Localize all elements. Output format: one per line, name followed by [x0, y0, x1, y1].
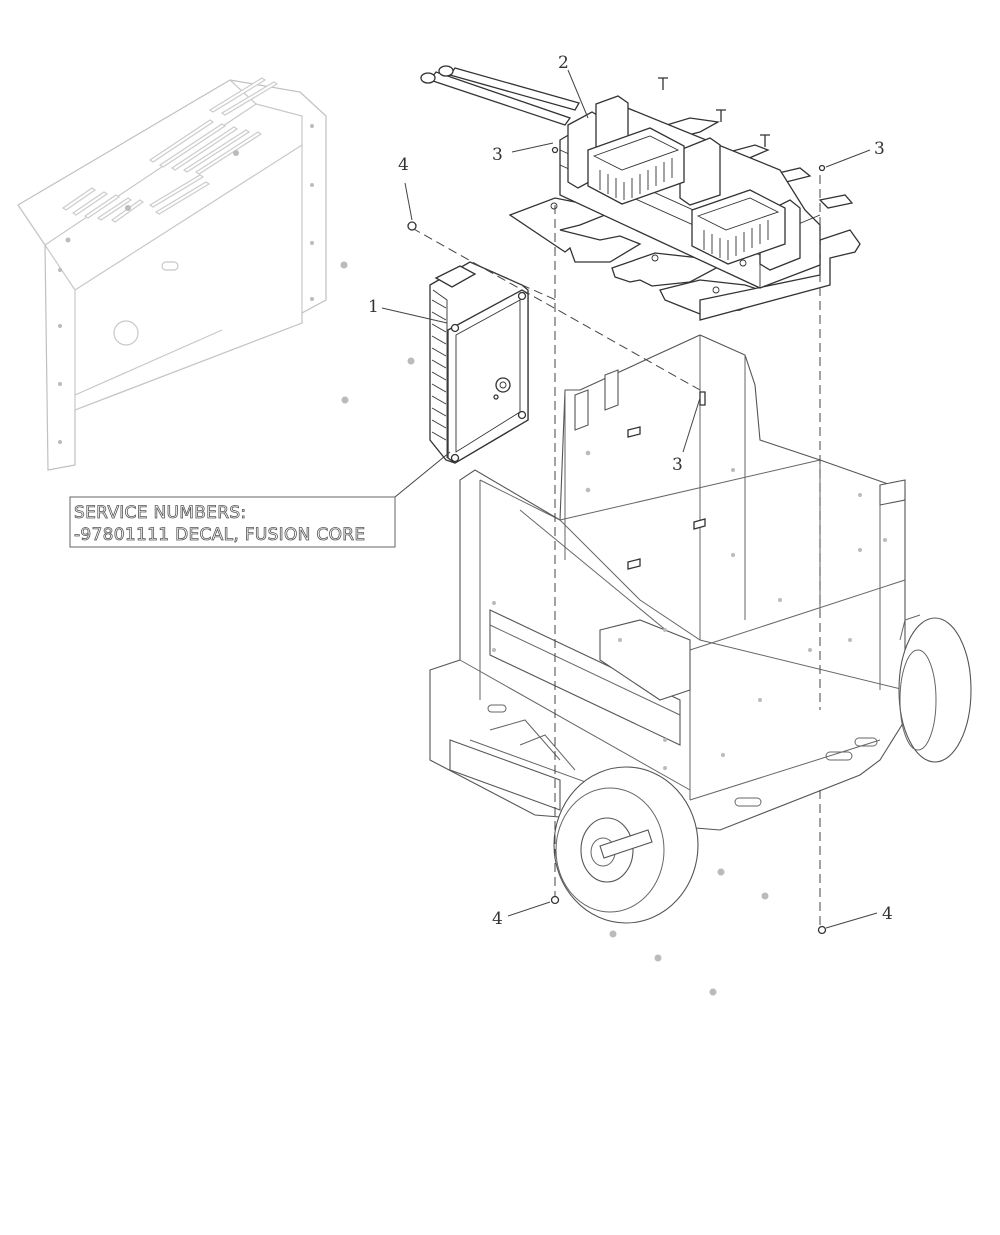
callout-4-bottom-left: 4: [492, 909, 503, 929]
left-wheel: [553, 766, 699, 924]
callout-1: 1: [368, 297, 379, 317]
cover-vent-slots: [61, 77, 279, 223]
service-numbers-heading: SERVICE NUMBERS:: [74, 503, 246, 523]
relay-holder-assembly: [420, 65, 861, 321]
assembly-dashed-lines: [411, 175, 821, 930]
top-nut: [407, 221, 417, 231]
callout-4-bottom-right: 4: [882, 904, 893, 924]
relay-connector-left: [587, 127, 685, 205]
bottom-nuts: [609, 868, 769, 996]
module-cooling-fins: [431, 299, 447, 441]
callout-4-top: 4: [398, 155, 409, 175]
holder-screws: [551, 77, 826, 172]
frame-screw: [699, 391, 706, 406]
service-numbers-box: SERVICE NUMBERS: -97801111 DECAL, FUSION…: [69, 496, 396, 548]
cover-panel: [17, 77, 327, 471]
callout-2: 2: [558, 53, 569, 73]
callout-3-right: 3: [874, 139, 885, 159]
callout-3-center: 3: [672, 455, 683, 475]
bottom-left-nut: [550, 895, 560, 905]
cart-frame: [429, 334, 906, 831]
service-numbers-entry: -97801111 DECAL, FUSION CORE: [74, 525, 365, 545]
right-wheel: [898, 614, 972, 763]
leader-lines: [381, 69, 878, 929]
cover-holes: [58, 124, 314, 444]
loose-nuts: [340, 261, 415, 404]
control-module: [429, 261, 529, 464]
callout-3-left: 3: [492, 145, 503, 165]
relay-connector-right: [691, 189, 786, 265]
bottom-right-nut: [817, 925, 827, 935]
